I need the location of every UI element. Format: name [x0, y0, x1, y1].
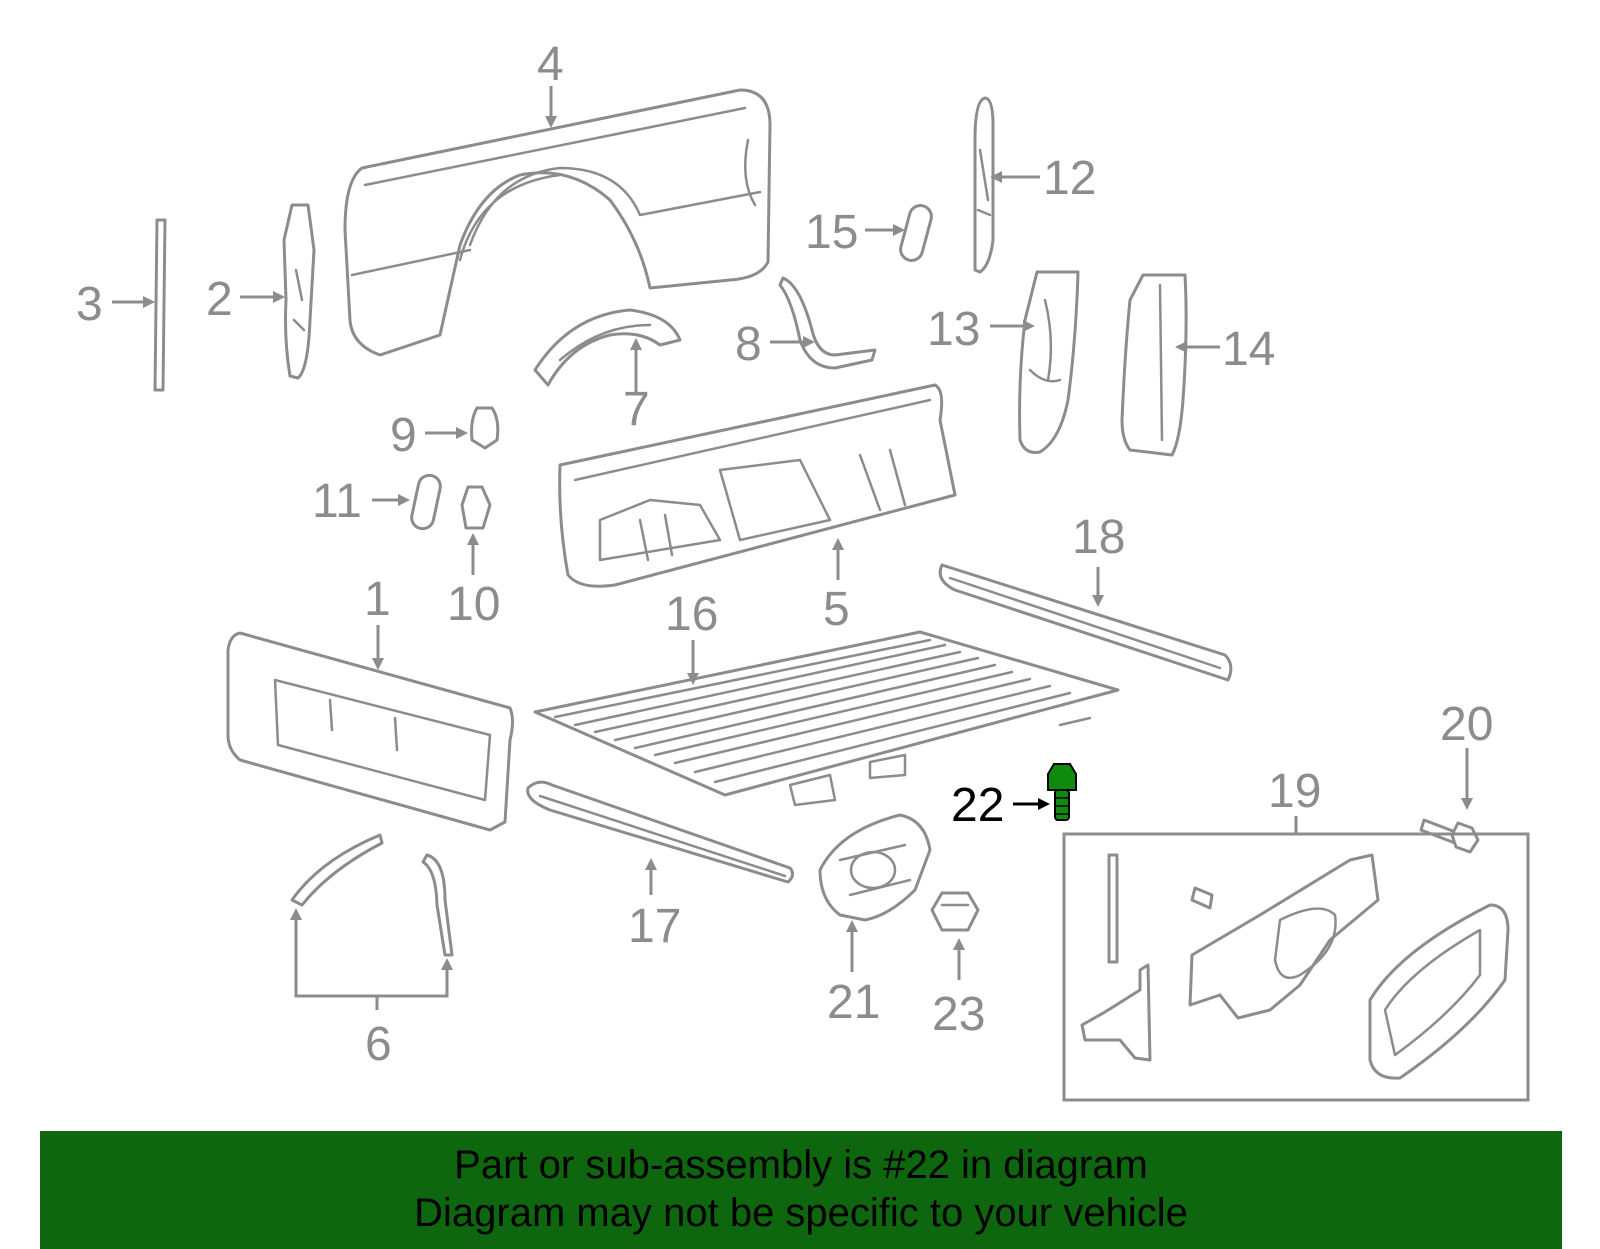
part-2-pillar — [282, 203, 316, 380]
part-6-seals — [290, 833, 454, 957]
part-22-bolt-highlighted — [1047, 763, 1077, 821]
parts-diagram: 4 3 2 12 15 8 7 13 14 9 11 10 5 18 1 16 … — [76, 38, 1530, 1102]
part-5-front-panel — [558, 383, 957, 588]
callout-1: 1 — [364, 573, 391, 626]
leader-lines — [112, 86, 1473, 1010]
part-18-rail — [938, 563, 1233, 682]
part-4-bed-side-panel — [343, 88, 772, 357]
callout-6: 6 — [365, 1018, 392, 1071]
callout-11: 11 — [312, 475, 362, 528]
callout-3: 3 — [76, 278, 103, 331]
callout-7: 7 — [623, 383, 650, 436]
part-21-housing — [818, 813, 932, 922]
callout-2: 2 — [206, 273, 233, 326]
callout-16: 16 — [665, 588, 718, 641]
part-12-pillar — [973, 96, 995, 274]
callout-14: 14 — [1222, 323, 1275, 376]
part-19-assembly-box — [1062, 832, 1530, 1102]
part-3-molding-strip — [153, 218, 167, 392]
callout-5: 5 — [823, 583, 850, 636]
callout-22-highlighted: 22 — [951, 779, 1004, 832]
part-16-bed-floor — [533, 630, 1120, 807]
part-9-clip — [470, 406, 500, 450]
banner-line-1: Part or sub-assembly is #22 in diagram — [454, 1143, 1148, 1187]
part-20-bolt — [1419, 818, 1480, 854]
callout-19: 19 — [1268, 765, 1321, 818]
part-13-corner-post — [1018, 270, 1080, 454]
part-8-bracket — [778, 276, 877, 370]
callout-8: 8 — [735, 318, 762, 371]
callout-18: 18 — [1072, 511, 1125, 564]
callout-4: 4 — [537, 38, 564, 91]
part-10-cap — [460, 485, 492, 530]
part-11-plug — [410, 473, 442, 531]
callout-9: 9 — [390, 409, 417, 462]
callout-13: 13 — [927, 303, 980, 356]
callout-20: 20 — [1440, 698, 1493, 751]
info-banner: Part or sub-assembly is #22 in diagram D… — [40, 1131, 1562, 1249]
part-7-wheelhouse — [533, 308, 682, 387]
part-17-rail — [526, 780, 795, 884]
callout-labels: 4 3 2 12 15 8 7 13 14 9 11 10 5 18 1 16 … — [76, 38, 1493, 1071]
callout-12: 12 — [1043, 152, 1096, 205]
callout-10: 10 — [447, 578, 500, 631]
banner-line-2: Diagram may not be specific to your vehi… — [414, 1191, 1188, 1235]
callout-23: 23 — [932, 988, 985, 1041]
callout-17: 17 — [628, 900, 681, 953]
part-1-tailgate — [226, 631, 514, 832]
callout-15: 15 — [805, 206, 858, 259]
part-14-corner-cap — [1120, 273, 1188, 457]
part-15-plug — [899, 204, 933, 262]
part-23-nut — [930, 891, 980, 932]
callout-21: 21 — [827, 976, 880, 1029]
